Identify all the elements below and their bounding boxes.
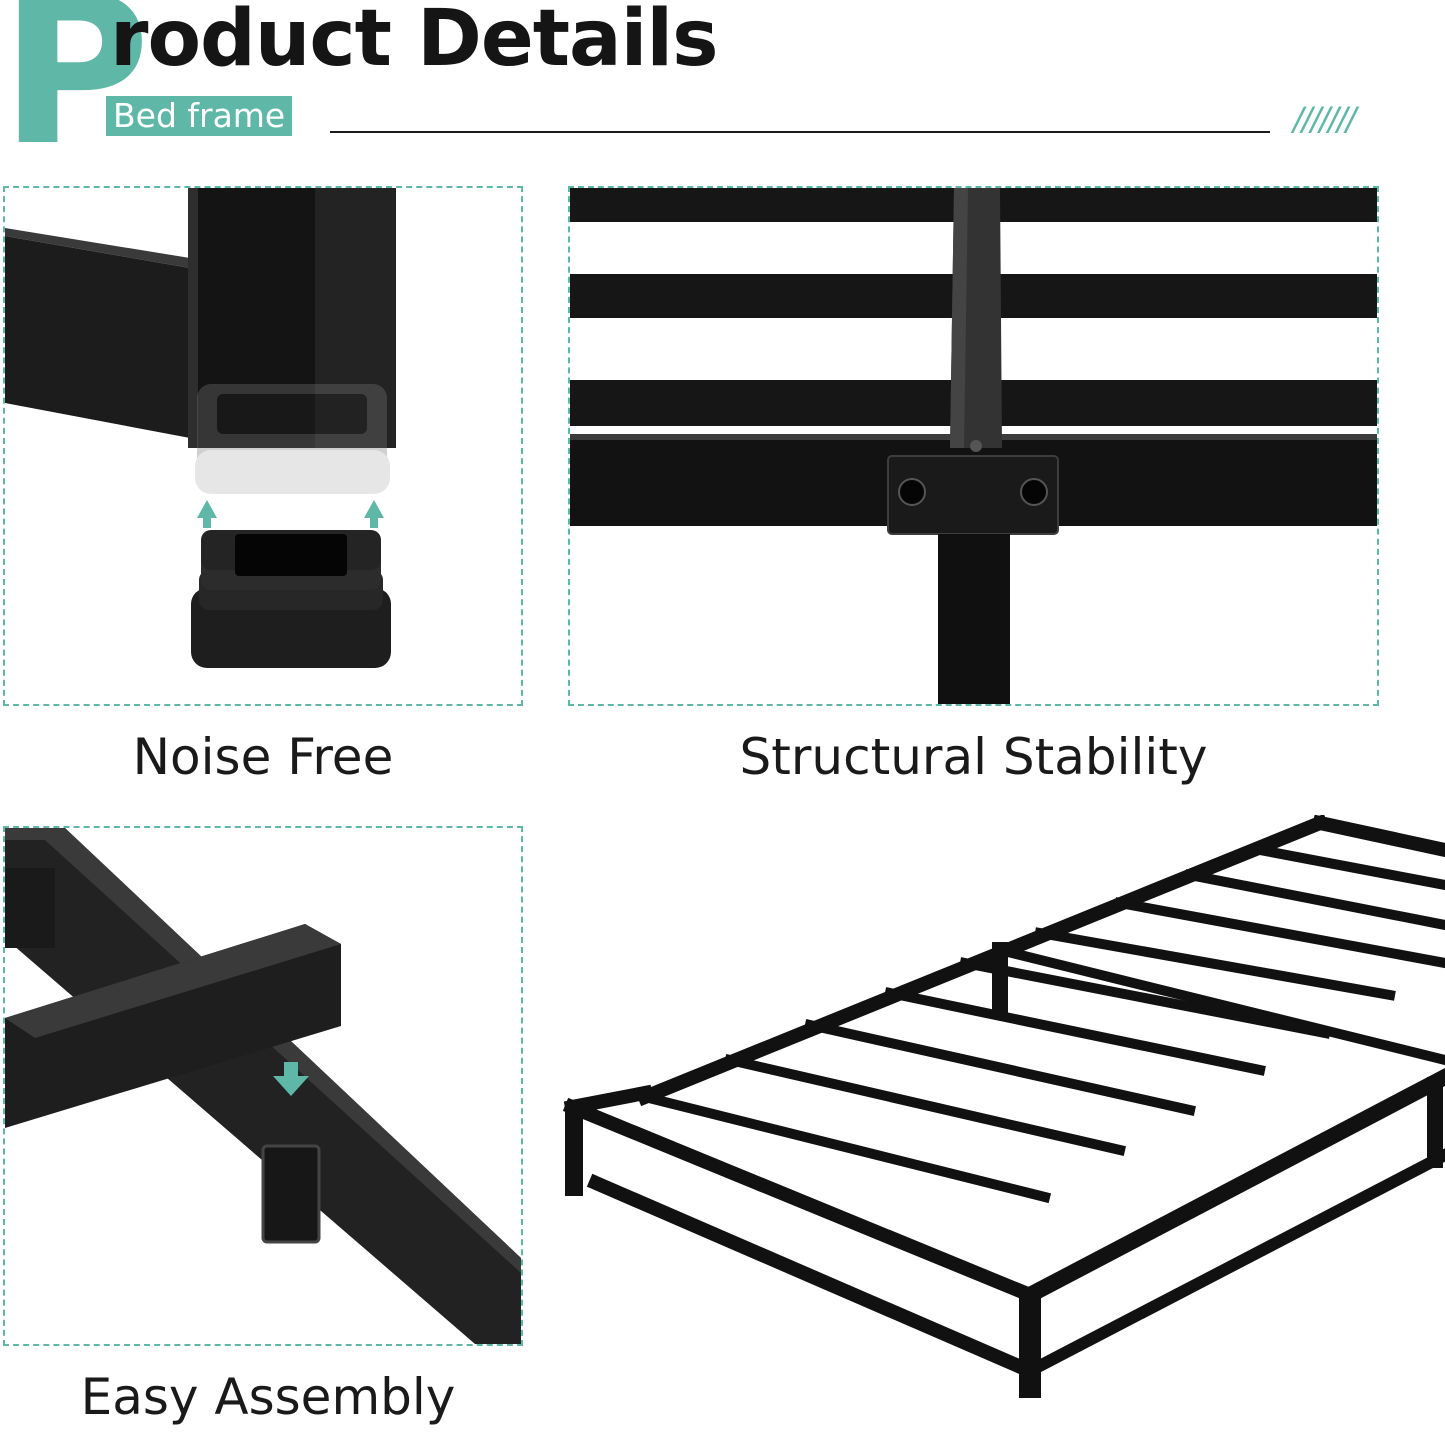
rail-assembly-illustration	[5, 828, 521, 1344]
slat-joint-illustration	[570, 188, 1377, 704]
subtitle-badge: Bed frame	[106, 96, 293, 136]
slash-decoration: ///////	[1293, 100, 1356, 138]
structural-stability-panel	[568, 186, 1379, 706]
noise-free-panel	[3, 186, 523, 706]
arrow-up-icon	[197, 500, 217, 528]
easy-assembly-panel	[3, 826, 523, 1346]
title-initial-letter: P	[0, 0, 150, 191]
easy-assembly-caption: Easy Assembly	[80, 1368, 456, 1426]
arrow-down-icon	[273, 1062, 309, 1096]
header-divider	[330, 131, 1270, 133]
noise-free-caption: Noise Free	[132, 728, 394, 786]
bed-frame-illustration	[560, 815, 1445, 1415]
foot-cap-illustration	[5, 188, 396, 668]
arrow-up-icon	[364, 500, 384, 528]
page-title: roduct Details	[110, 0, 719, 84]
structural-stability-caption: Structural Stability	[739, 728, 1208, 786]
